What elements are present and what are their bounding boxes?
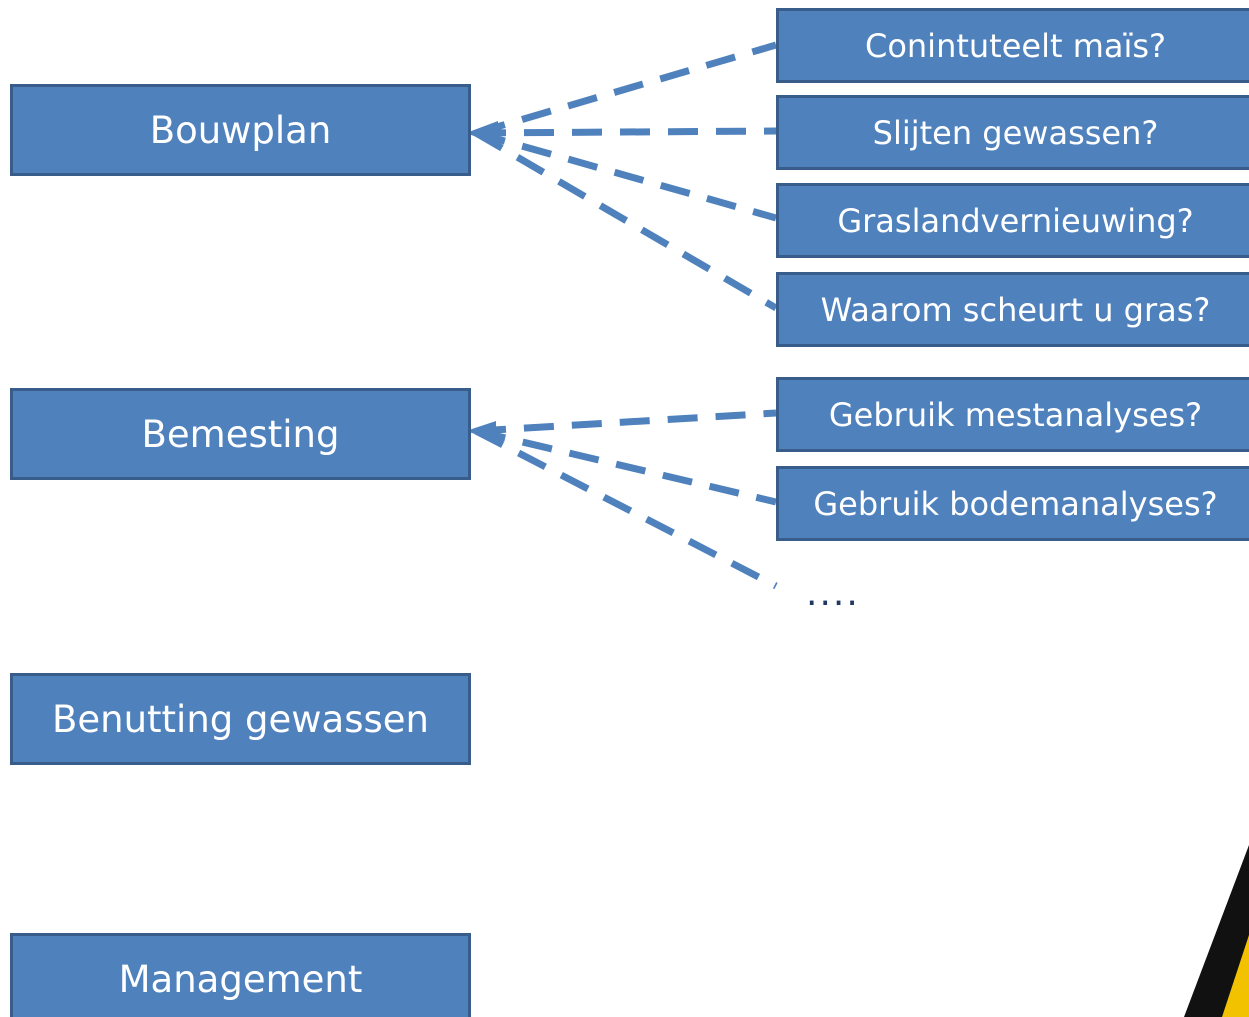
topic-bouwplan: Bouwplan: [10, 84, 471, 176]
topic-benutting-label: Benutting gewassen: [52, 697, 429, 741]
arrowhead-bemesting: [466, 421, 496, 441]
topic-benutting-gewassen: Benutting gewassen: [10, 673, 471, 765]
topic-management: Management: [10, 933, 471, 1017]
connector-bouwplan-q4: [474, 129, 778, 312]
question-graslandvernieuwing: Graslandvernieuwing?: [776, 183, 1249, 258]
question-gebruik-mestanalyses: Gebruik mestanalyses?: [776, 377, 1249, 452]
connector-bemesting-q5: [475, 409, 777, 435]
question-waarom-scheurt-gras: Waarom scheurt u gras?: [776, 272, 1249, 347]
topic-bemesting-label: Bemesting: [141, 412, 340, 456]
more-ellipsis: ....: [806, 573, 860, 614]
topic-bouwplan-label: Bouwplan: [149, 108, 332, 152]
topic-bemesting: Bemesting: [10, 388, 471, 480]
question-label: Slijten gewassen?: [872, 113, 1159, 152]
topic-management-label: Management: [118, 957, 363, 1001]
question-label: Conintuteelt maïs?: [864, 26, 1167, 65]
question-label: Graslandvernieuwing?: [837, 201, 1194, 240]
connector-bemesting-more: [474, 427, 778, 590]
question-label: Gebruik mestanalyses?: [828, 395, 1203, 434]
connector-bouwplan-q2: [475, 127, 777, 137]
question-label: Gebruik bodemanalyses?: [813, 484, 1218, 523]
question-slijten-gewassen: Slijten gewassen?: [776, 95, 1249, 170]
question-continuteelt-mais: Conintuteelt maïs?: [776, 8, 1249, 83]
connector-bemesting-q6: [475, 427, 777, 506]
connector-bouwplan-q3: [475, 129, 777, 222]
connector-bouwplan-q1: [475, 41, 777, 137]
arrowhead-bouwplan: [466, 121, 498, 145]
question-gebruik-bodemanalyses: Gebruik bodemanalyses?: [776, 466, 1249, 541]
question-label: Waarom scheurt u gras?: [820, 290, 1211, 329]
